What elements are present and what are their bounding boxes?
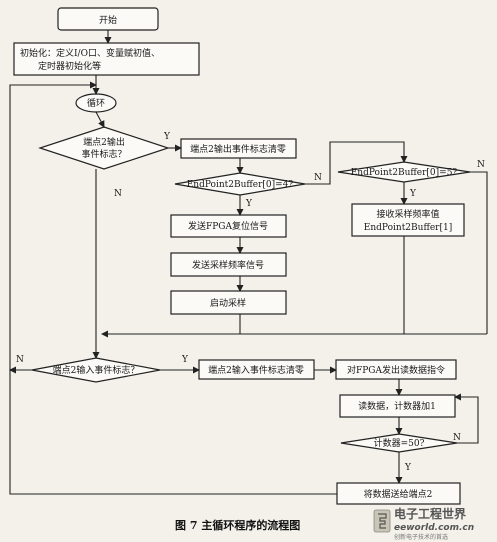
send-fpga-reset-box xyxy=(170,214,287,238)
start-label: 开始 xyxy=(99,14,117,26)
loop-label: 循环 xyxy=(87,97,105,109)
decision-counter-label: 计数器=50? xyxy=(374,437,425,449)
label-eq5-no: N xyxy=(477,160,485,170)
label-counter-no: N xyxy=(453,433,461,443)
start-sampling-label: 启动采样 xyxy=(210,297,246,309)
figure-caption: 图 7 主循环程序的流程图 xyxy=(175,518,300,532)
watermark-url: eeworld.com.cn xyxy=(394,523,474,533)
arrow-eq4-no xyxy=(305,141,408,185)
arrow-counter-no-loop xyxy=(454,393,479,444)
send-sample-freq-box xyxy=(170,252,287,277)
watermark-tagline: 创新电子技术的首选 xyxy=(394,533,448,541)
clear-ep2-output-label: 端点2输出事件标志清零 xyxy=(190,143,286,155)
label-eq4-yes: Y xyxy=(245,199,253,209)
arrow-loop-decision1 xyxy=(95,111,105,128)
label-d1-no: N xyxy=(114,189,122,199)
init-box xyxy=(13,42,200,76)
label-d1-yes: Y xyxy=(163,132,171,142)
label-eq4-no: N xyxy=(314,173,322,183)
clear-ep2-input-label: 端点2输入事件标志清零 xyxy=(208,364,304,376)
receive-freq-line1: 接收采样频率值 xyxy=(376,208,439,220)
init-label-line1: 初始化：定义I/O口、变量赋初值、 xyxy=(20,47,160,59)
label-counter-yes: Y xyxy=(404,463,412,473)
start-sampling-box xyxy=(170,290,287,315)
decision-buffer-eq4-label: EndPoint2Buffer[0]=4? xyxy=(187,180,294,190)
arrow-return-loop xyxy=(9,81,337,495)
line-eq5-no xyxy=(470,171,488,334)
decision-ep2-output-line2: 事件标志？ xyxy=(81,148,126,160)
decision-buffer-eq5-label: EndPoint2Buffer[0]=5? xyxy=(351,168,458,178)
watermark-e-glyph-icon xyxy=(378,513,387,529)
label-d2-no: N xyxy=(16,355,24,365)
label-d2-yes: Y xyxy=(181,355,189,365)
read-data-label: 读数据，计数器加1 xyxy=(358,400,436,412)
decision-ep2-output xyxy=(38,126,170,170)
watermark-logo: 电子工程世界 eeworld.com.cn 创新电子技术的首选 xyxy=(373,506,474,541)
watermark-brand: 电子工程世界 xyxy=(394,506,466,521)
init-label-line2: 定时器初始化等 xyxy=(38,60,101,72)
send-fpga-reset-label: 发送FPGA复位信号 xyxy=(188,220,268,232)
decision-ep2-input-label: 端点2输入事件标志？ xyxy=(53,364,140,376)
send-sample-freq-label: 发送采样频率信号 xyxy=(192,259,264,271)
receive-freq-line2: EndPoint2Buffer[1] xyxy=(364,223,452,233)
label-eq5-yes: Y xyxy=(409,189,417,199)
decision-ep2-input xyxy=(31,357,161,383)
decision-ep2-output-line1: 端点2输出 xyxy=(83,136,125,148)
fpga-read-command-label: 对FPGA发出读数据指令 xyxy=(347,364,445,376)
send-to-ep2-label: 将数据送给端点2 xyxy=(364,488,433,500)
receive-freq-box xyxy=(351,203,465,237)
